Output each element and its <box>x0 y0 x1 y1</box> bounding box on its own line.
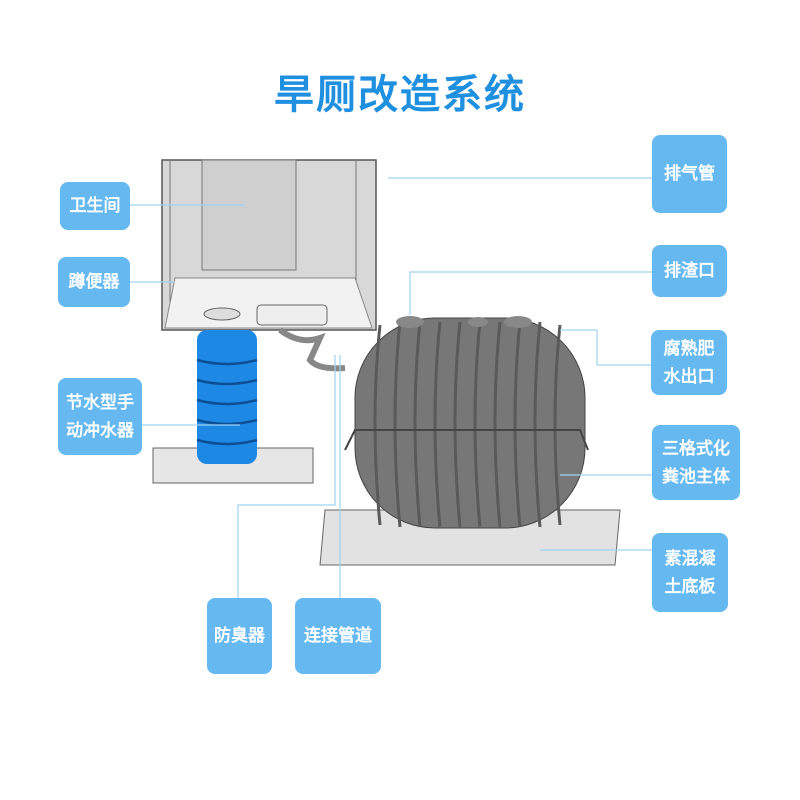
flusher-illustration <box>152 330 314 484</box>
toilet-room-illustration <box>161 159 377 372</box>
label-connecting-pipe: 连接管道 <box>295 598 381 674</box>
label-residue-outlet: 排渣口 <box>652 245 727 297</box>
label-toilet-room: 卫生间 <box>60 182 130 230</box>
label-odor-trap: 防臭器 <box>207 598 272 674</box>
page-title: 旱厕改造系统 <box>274 72 526 118</box>
label-concrete-base: 素混凝 土底板 <box>652 533 728 612</box>
leader-lines <box>130 177 652 598</box>
label-fertilizer-outlet: 腐熟肥 水出口 <box>651 330 727 395</box>
label-vent-pipe: 排气管 <box>652 135 727 213</box>
septic-tank-illustration <box>344 316 589 529</box>
label-squat-toilet: 蹲便器 <box>58 257 130 307</box>
label-septic-tank: 三格式化 粪池主体 <box>652 425 740 500</box>
label-flusher: 节水型手 动冲水器 <box>58 378 142 455</box>
